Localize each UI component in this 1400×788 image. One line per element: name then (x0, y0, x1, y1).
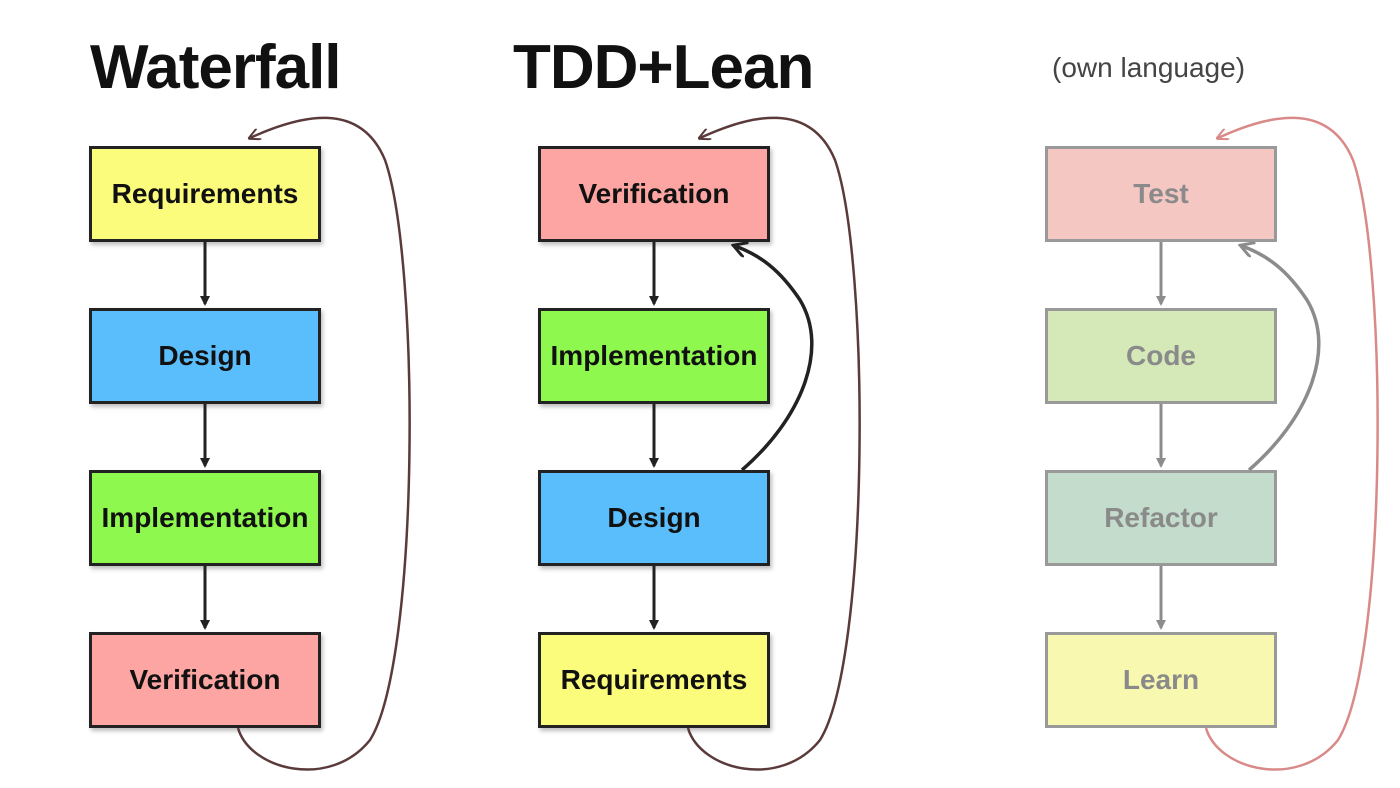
waterfall-step-implementation: Implementation (89, 470, 321, 566)
tdd-loop-arrow (686, 116, 861, 771)
own-loop-arrow (1204, 116, 1379, 771)
tdd-step-requirements: Requirements (538, 632, 770, 728)
own-language-title: (own language) (1052, 52, 1246, 83)
waterfall-step-design: Design (89, 308, 321, 404)
tdd-inner-loop-arrow (735, 246, 814, 472)
waterfall-loop-arrow (236, 116, 411, 771)
own-step-test: Test (1045, 146, 1277, 242)
tdd-lean-title: TDD+Lean (513, 33, 814, 102)
waterfall-title: Waterfall (90, 33, 342, 102)
tdd-step-implementation: Implementation (538, 308, 770, 404)
own-step-learn: Learn (1045, 632, 1277, 728)
own-step-code: Code (1045, 308, 1277, 404)
own-inner-loop-arrow (1242, 246, 1321, 472)
tdd-step-design: Design (538, 470, 770, 566)
waterfall-step-requirements: Requirements (89, 146, 321, 242)
own-step-refactor: Refactor (1045, 470, 1277, 566)
tdd-step-verification: Verification (538, 146, 770, 242)
waterfall-step-verification: Verification (89, 632, 321, 728)
